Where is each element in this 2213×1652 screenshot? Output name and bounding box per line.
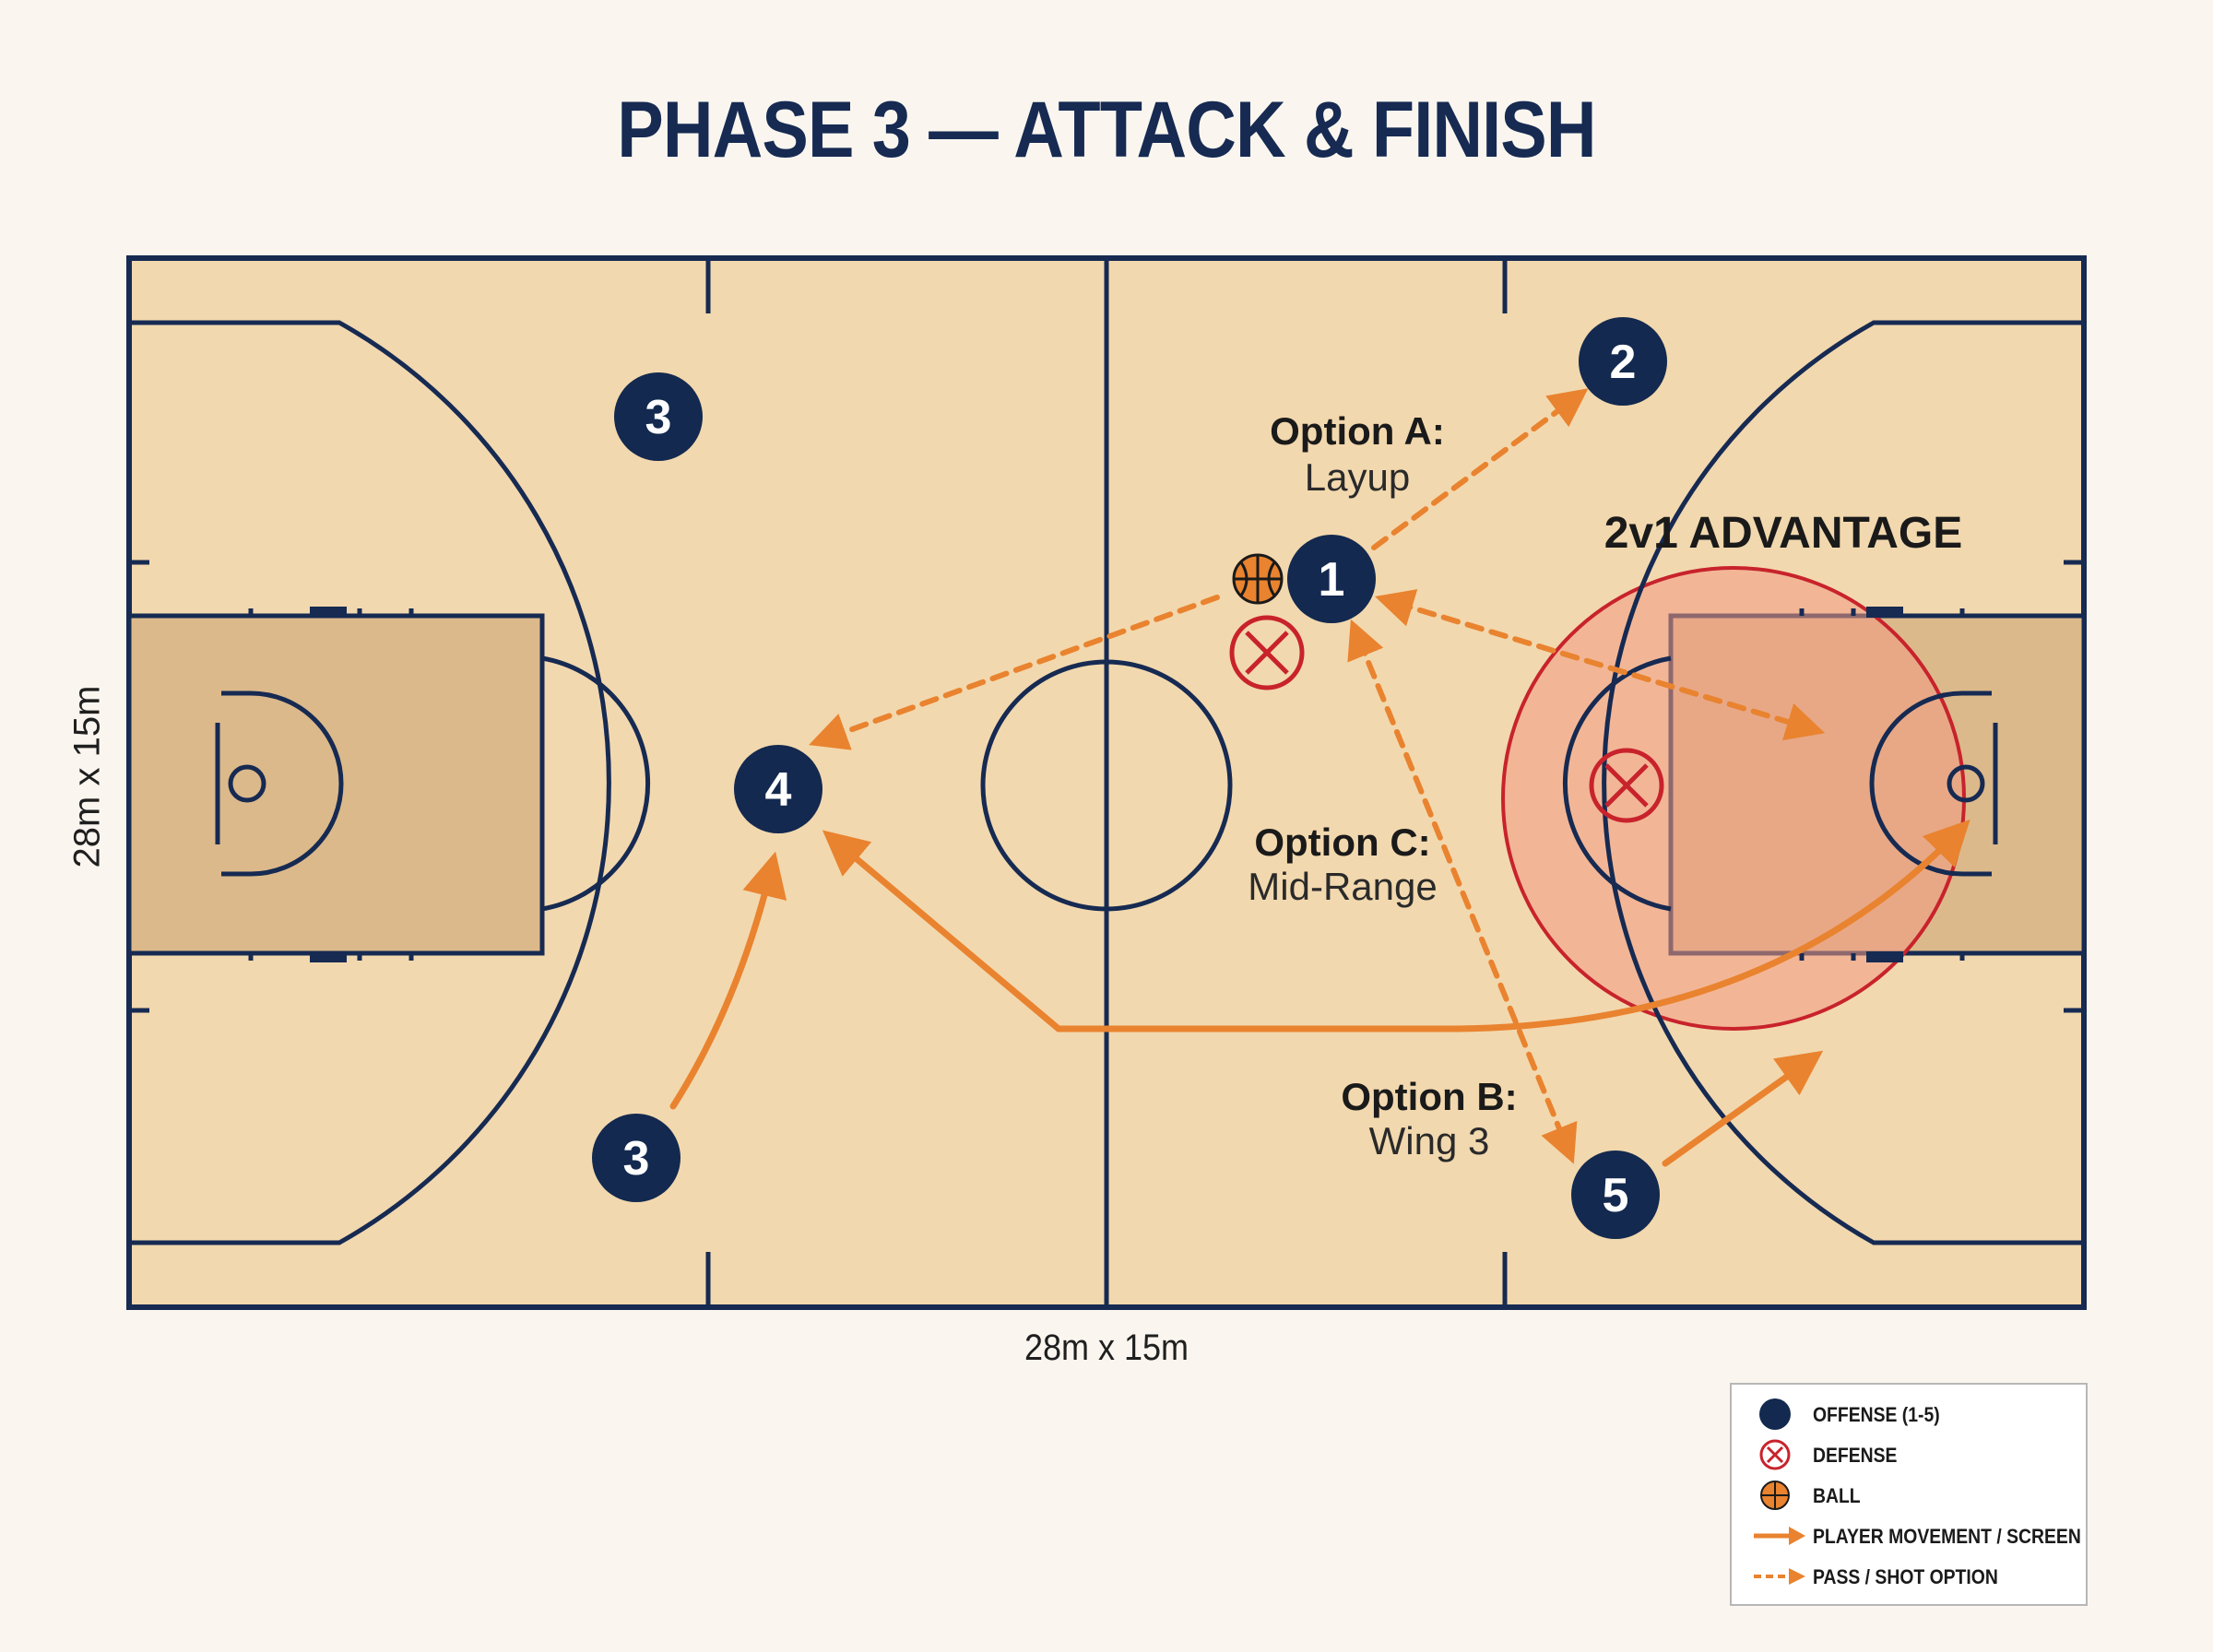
- basket-left: [228, 764, 266, 803]
- diagram-title: PHASE 3 — ATTACK & FINISH: [617, 86, 1596, 174]
- three-point-line-right: [1602, 320, 2084, 1245]
- option-c-title: Option C:: [1254, 820, 1430, 864]
- dimension-label-left: 28m x 15m: [66, 685, 108, 868]
- legend: OFFENSE (1-5) DEFENSE BALL PLAYER MOVEME…: [1730, 1383, 2088, 1606]
- defender-1: [1229, 615, 1305, 690]
- svg-text:2: 2: [1610, 336, 1637, 389]
- player-3-bottom: 3: [592, 1114, 680, 1202]
- option-b-title: Option B:: [1341, 1075, 1517, 1118]
- player-2: 2: [1579, 317, 1667, 406]
- free-throw-arc-left: [541, 655, 651, 912]
- offense-icon: [1759, 1398, 1791, 1430]
- dashed-arrow-icon: [1754, 1568, 1805, 1585]
- three-point-line-left: [129, 320, 611, 1245]
- movement-screen-path: [822, 830, 1062, 1032]
- basket-right: [1947, 764, 1985, 803]
- legend-row-defense: DEFENSE: [1732, 1436, 2086, 1477]
- legend-row-movement: PLAYER MOVEMENT / SCREEN: [1732, 1517, 2086, 1558]
- movement-5-drive: [1662, 1050, 1824, 1167]
- player-1: 1: [1287, 535, 1376, 623]
- legend-defense-label: DEFENSE: [1813, 1444, 1898, 1467]
- pass-1-to-2: [1371, 388, 1589, 550]
- paint-left: [126, 613, 545, 956]
- option-b-sub: Wing 3: [1369, 1119, 1490, 1162]
- option-c-sub: Mid-Range: [1248, 865, 1437, 908]
- legend-row-offense: OFFENSE (1-5): [1732, 1396, 2086, 1436]
- ball: [1232, 553, 1284, 605]
- svg-text:5: 5: [1603, 1169, 1629, 1222]
- svg-text:1: 1: [1319, 553, 1345, 607]
- dimension-label-bottom: 28m x 15m: [1024, 1328, 1189, 1368]
- pass-1-to-5: [1347, 619, 1578, 1164]
- legend-offense-label: OFFENSE (1-5): [1813, 1403, 1940, 1426]
- legend-row-ball: BALL: [1732, 1477, 2086, 1517]
- player-4: 4: [734, 745, 822, 833]
- svg-text:3: 3: [623, 1132, 650, 1186]
- player-3-top: 3: [614, 372, 703, 461]
- defense-icon: [1759, 1439, 1791, 1470]
- svg-text:4: 4: [765, 763, 792, 817]
- center-circle: [980, 659, 1233, 912]
- advantage-label: 2v1 ADVANTAGE: [1604, 509, 1963, 558]
- movement-3-to-4: [669, 851, 787, 1110]
- svg-text:3: 3: [645, 391, 672, 444]
- player-5: 5: [1571, 1150, 1660, 1239]
- legend-ball-label: BALL: [1813, 1484, 1861, 1507]
- option-a-title: Option A:: [1270, 409, 1445, 453]
- legend-row-pass: PASS / SHOT OPTION: [1732, 1558, 2086, 1599]
- option-a-sub: Layup: [1305, 455, 1410, 499]
- solid-arrow-icon: [1754, 1527, 1805, 1545]
- defender-2: [1589, 748, 1664, 823]
- restricted-arc-left: [221, 690, 344, 877]
- legend-movement-label: PLAYER MOVEMENT / SCREEN: [1813, 1525, 2081, 1548]
- legend-pass-label: PASS / SHOT OPTION: [1813, 1565, 1998, 1588]
- ball-icon: [1760, 1481, 1790, 1510]
- pass-1-to-4: [809, 595, 1220, 750]
